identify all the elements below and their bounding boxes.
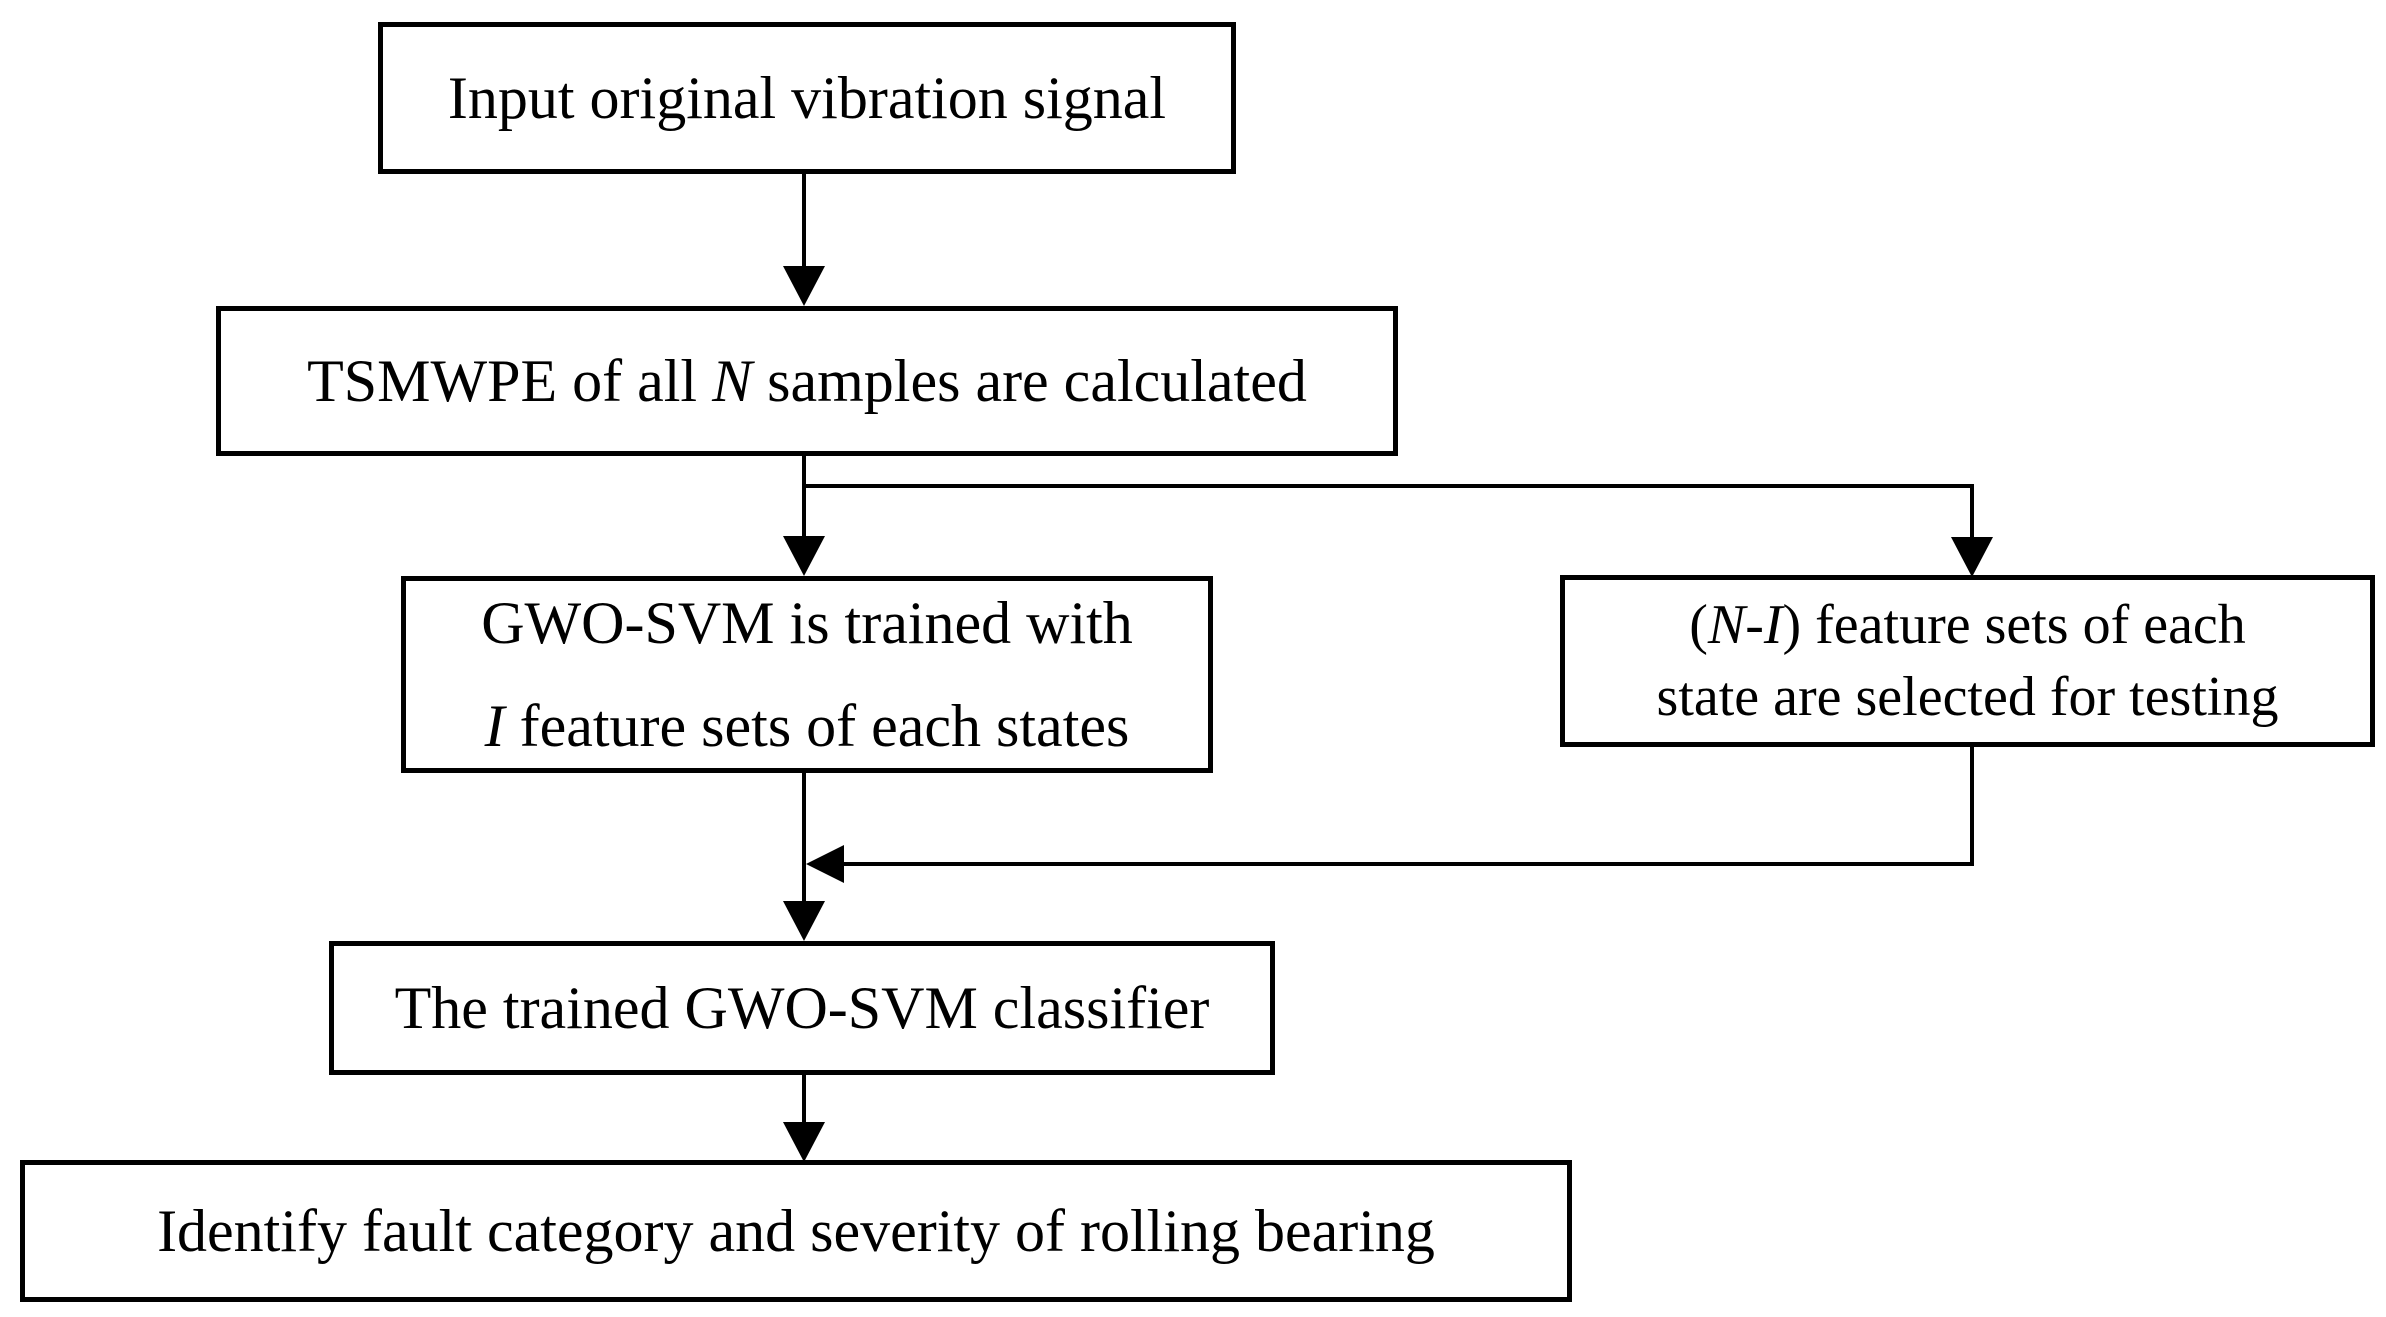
node-trained-classifier: The trained GWO-SVM classifier xyxy=(329,941,1275,1075)
connector-classifier-to-identify xyxy=(802,1073,806,1126)
node-tsmwpe-calculated: TSMWPE of all N samples are calculated xyxy=(216,306,1398,456)
arrowhead-down-tsmwpe-icon xyxy=(783,266,825,306)
node-text-line: TSMWPE of all N samples are calculated xyxy=(307,347,1307,414)
node-text-line: Identify fault category and severity of … xyxy=(157,1197,1435,1264)
connector-train-to-classifier xyxy=(802,771,806,905)
node-text-line: Input original vibration signal xyxy=(447,64,1167,131)
connector-input-to-tsmwpe xyxy=(802,172,806,270)
arrowhead-down-test-icon xyxy=(1951,537,1993,577)
arrowhead-down-classifier-icon xyxy=(783,901,825,941)
connector-branch-horizontal xyxy=(802,484,1974,488)
node-identify-fault: Identify fault category and severity of … xyxy=(20,1160,1572,1302)
node-input-signal: Input original vibration signal xyxy=(378,22,1236,174)
connector-test-horizontal xyxy=(844,862,1974,866)
node-text-line: (N-I) feature sets of each xyxy=(1689,593,2246,656)
node-testing-feature-sets: (N-I) feature sets of each state are sele… xyxy=(1560,575,2375,747)
connector-tsmwpe-to-train xyxy=(802,454,806,538)
node-text-line: GWO-SVM is trained with xyxy=(481,589,1133,656)
node-text-line: state are selected for testing xyxy=(1656,666,2279,728)
node-gwo-svm-training: GWO-SVM is trained with I feature sets of… xyxy=(401,576,1213,773)
node-text-line: The trained GWO-SVM classifier xyxy=(394,974,1210,1041)
connector-test-down xyxy=(1970,745,1974,866)
arrowhead-down-identify-icon xyxy=(783,1122,825,1162)
arrowhead-down-train-icon xyxy=(783,536,825,576)
arrowhead-left-merge-icon xyxy=(806,845,844,883)
node-text-line: I feature sets of each states xyxy=(484,692,1130,759)
connector-branch-to-test xyxy=(1970,484,1974,540)
